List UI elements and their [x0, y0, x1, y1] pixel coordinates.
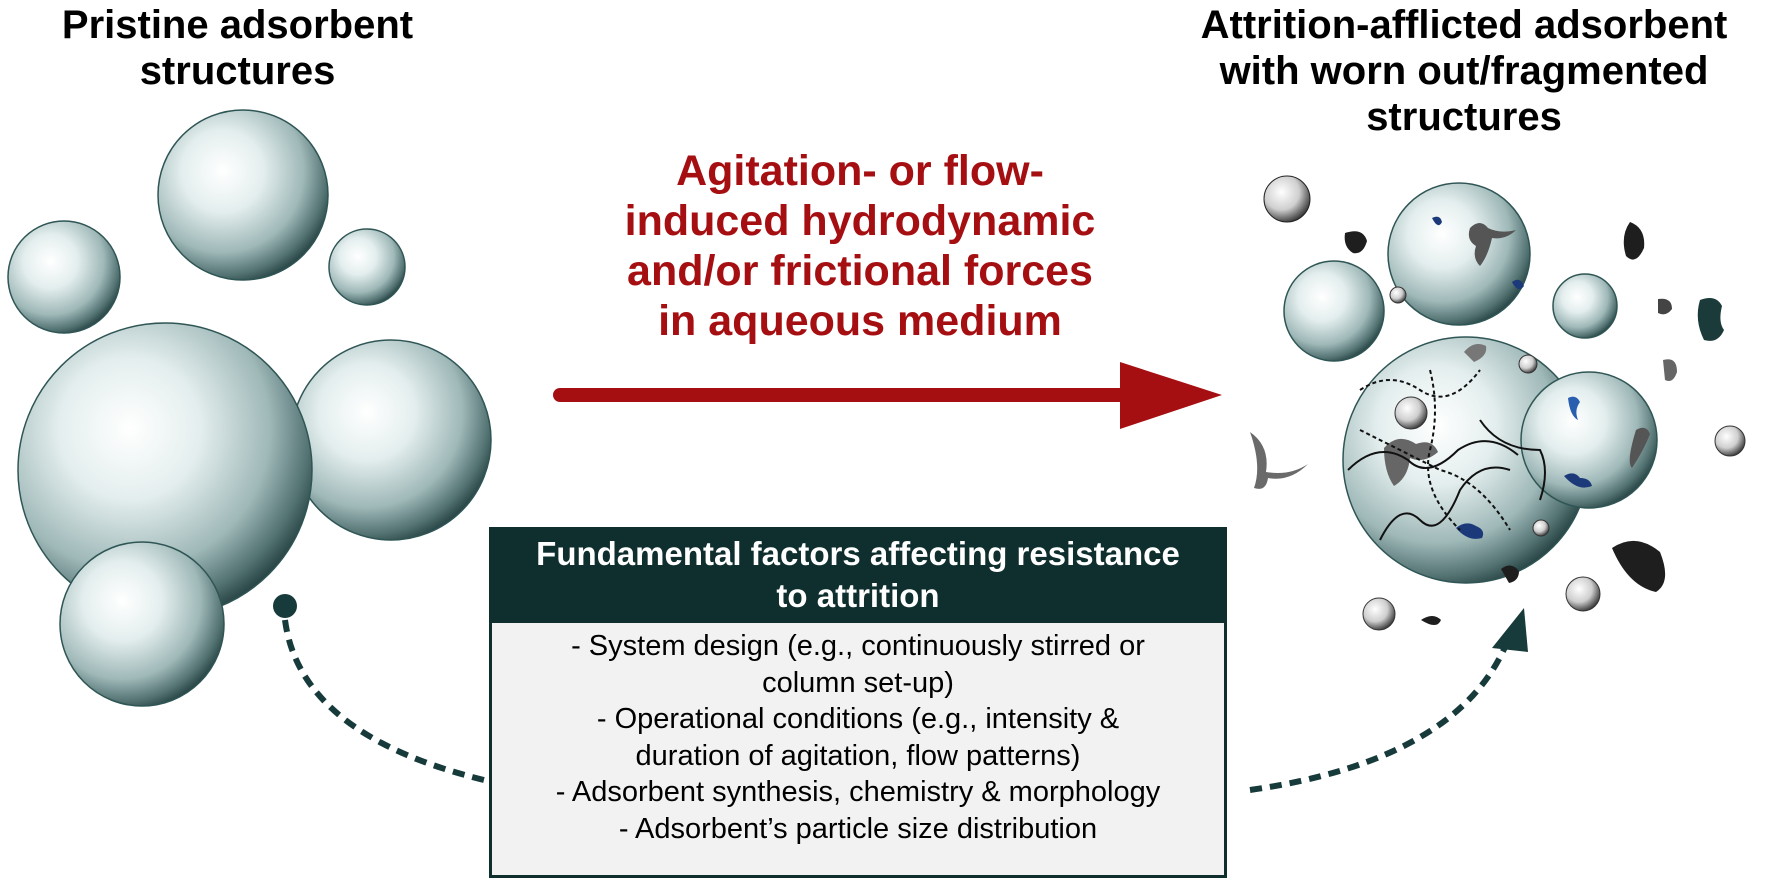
shard	[1344, 231, 1367, 254]
fragment	[1512, 279, 1524, 290]
crack	[1427, 369, 1461, 531]
fragment	[1629, 427, 1650, 468]
factors-title-line: to attrition	[776, 577, 940, 614]
shard	[1663, 359, 1677, 381]
force-arrow	[553, 362, 1222, 429]
force-label-line: Agitation- or flow-	[676, 147, 1044, 195]
pristine-sphere	[328, 228, 406, 306]
pristine-title-line: Pristine adsorbent	[61, 3, 414, 47]
dashed-arrows	[273, 594, 1528, 793]
pristine-sphere	[7, 220, 121, 334]
fragment	[1564, 473, 1592, 488]
shard	[1464, 344, 1487, 362]
fragment-sphere	[1263, 175, 1311, 223]
force-label: Agitation- or flow- induced hydrodynamic…	[560, 146, 1160, 346]
pristine-title: Pristine adsorbent structures	[10, 2, 465, 94]
fragment	[1468, 223, 1516, 266]
fragment-sphere	[1532, 519, 1550, 537]
arrow-start-dot	[273, 594, 297, 618]
attrition-title: Attrition-afflicted adsorbent with worn …	[1150, 2, 1778, 140]
attrition-afflicted-structures	[1250, 175, 1746, 631]
fragment-sphere	[1389, 286, 1407, 304]
force-label-line: in aqueous medium	[658, 297, 1062, 345]
shard	[1421, 616, 1441, 625]
factor-item: - Operational conditions (e.g., intensit…	[596, 703, 1120, 735]
pristine-adsorbent-spheres	[7, 109, 492, 707]
fragment-sphere	[1565, 576, 1601, 612]
shard	[1612, 540, 1666, 592]
shard	[1697, 298, 1724, 341]
force-label-line: induced hydrodynamic	[624, 197, 1096, 245]
pristine-sphere	[59, 541, 225, 707]
crack	[1359, 369, 1481, 398]
dashed-arrow-left	[282, 619, 485, 783]
shard	[1501, 565, 1519, 583]
attrition-title-line: Attrition-afflicted adsorbent	[1200, 3, 1728, 47]
fragment-sphere	[1394, 396, 1428, 430]
factors-title-line: Fundamental factors affecting resistance	[536, 535, 1180, 572]
factor-item: duration of agitation, flow patterns)	[635, 739, 1081, 772]
attrition-title-line: with worn out/fragmented	[1219, 49, 1709, 93]
fragment-sphere	[1714, 425, 1746, 457]
dashed-arrow-right	[1249, 638, 1511, 793]
worn-sphere	[1283, 260, 1385, 362]
force-label-line: and/or frictional forces	[627, 247, 1093, 295]
factor-item: - Adsorbent synthesis, chemistry & morph…	[555, 776, 1161, 808]
worn-sphere	[1387, 182, 1531, 326]
fragment	[1568, 396, 1580, 420]
shard	[1658, 298, 1672, 315]
fragment	[1456, 523, 1484, 539]
dashed-arrow-head	[1492, 608, 1528, 652]
worn-sphere	[1552, 273, 1618, 339]
fragment	[1384, 438, 1438, 486]
fragment-sphere	[1362, 597, 1396, 631]
crack	[1379, 466, 1511, 541]
shard	[1250, 432, 1308, 489]
factors-title: Fundamental factors affecting resistance…	[492, 530, 1224, 623]
factor-item: - Adsorbent’s particle size distribution	[618, 812, 1098, 845]
pristine-sphere	[290, 339, 492, 541]
fragment-sphere	[1518, 354, 1538, 374]
pristine-sphere	[157, 109, 329, 281]
shard	[1623, 222, 1645, 260]
worn-sphere	[1520, 371, 1658, 509]
pristine-title-line: structures	[139, 49, 336, 93]
factor-item: - System design (e.g., continuously stir…	[571, 630, 1145, 662]
crack	[1347, 440, 1519, 471]
factor-item: column set-up)	[762, 666, 954, 699]
factors-box: Fundamental factors affecting resistance…	[489, 527, 1227, 878]
factors-list: - System design (e.g., continuously stir…	[492, 623, 1224, 847]
crack	[1479, 419, 1546, 501]
attrition-title-line: structures	[1366, 95, 1562, 139]
fragment	[1432, 216, 1442, 226]
